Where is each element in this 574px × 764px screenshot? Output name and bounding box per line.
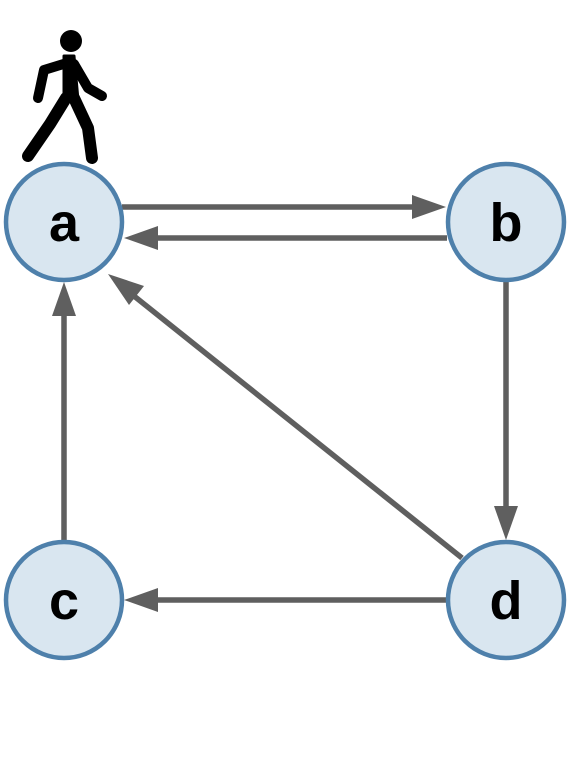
node-d: d xyxy=(445,539,567,661)
edge-c-to-a xyxy=(52,282,76,541)
edges xyxy=(52,195,518,612)
node-label-a: a xyxy=(49,193,80,253)
node-c: c xyxy=(3,539,125,661)
edge-b-to-d xyxy=(494,282,518,540)
edge-a-to-b xyxy=(122,195,446,219)
node-b: b xyxy=(445,161,567,283)
edge-d-to-a xyxy=(108,274,464,561)
walking-person-icon xyxy=(22,30,107,164)
edge-d-to-c xyxy=(124,588,447,612)
nodes: a b c d xyxy=(3,161,567,661)
node-label-b: b xyxy=(490,193,523,253)
node-label-c: c xyxy=(49,571,79,631)
edge-b-to-a xyxy=(124,226,447,250)
node-a: a xyxy=(3,161,125,283)
node-label-d: d xyxy=(490,571,523,631)
